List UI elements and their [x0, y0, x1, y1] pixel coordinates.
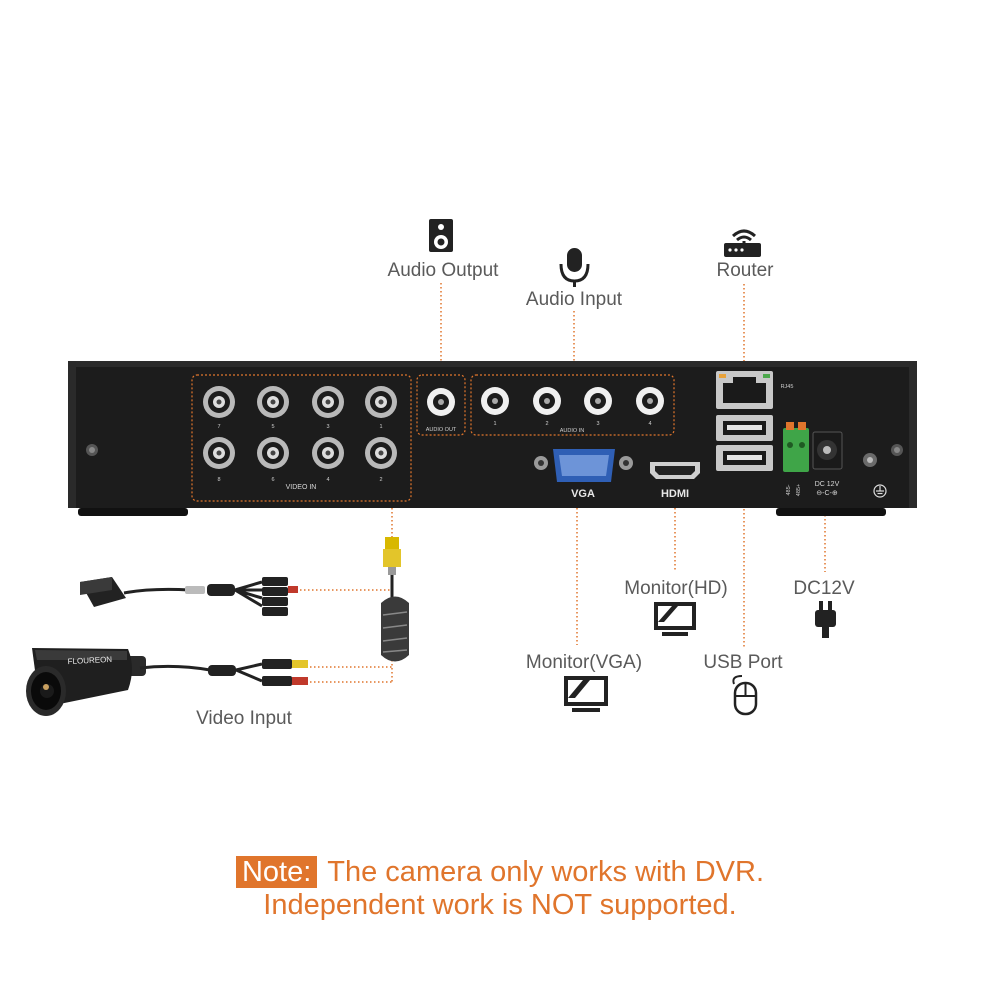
note-line-1: Note: The camera only works with DVR. — [0, 856, 1000, 889]
usb-port-2 — [716, 445, 773, 471]
audio-output-label: Audio Output — [388, 260, 500, 281]
audio-port-number: 1 — [493, 421, 496, 427]
video-port-number: 7 — [217, 424, 220, 430]
monitor-vga-label: Monitor(VGA) — [526, 652, 642, 673]
bnc-video-in-7 — [203, 386, 235, 418]
bnc-video-in-6 — [257, 437, 289, 469]
speaker-icon — [429, 219, 453, 252]
security-camera: FLOUREON — [26, 648, 211, 716]
router-icon — [724, 229, 761, 257]
rj45-port — [716, 371, 773, 409]
video-port-number: 1 — [379, 424, 382, 430]
rs485-minus-label: 485- — [786, 484, 792, 495]
note-text-line1: The camera only works with DVR. — [327, 856, 765, 888]
audio-in-panel-label: AUDIO IN — [560, 428, 584, 434]
bnc-plug — [383, 537, 401, 600]
dc12v-label: DC12V — [793, 578, 855, 599]
monitor-icon — [564, 676, 608, 712]
mounting-screw-left — [86, 444, 98, 456]
audio-port-number: 4 — [648, 421, 651, 427]
ground-screw — [863, 453, 877, 467]
microphone-icon — [559, 248, 590, 287]
note-text-line2: Independent work is NOT supported. — [263, 889, 737, 921]
bnc-video-in-3 — [312, 386, 344, 418]
video-port-number: 8 — [217, 477, 220, 483]
bnc-video-in-5 — [257, 386, 289, 418]
dvr-back-panel: 7 5 3 1 8 6 4 2 VIDEO IN AUDIO OUT 1 2 3… — [68, 361, 917, 516]
monitor-icon — [654, 602, 696, 636]
video-input-label: Video Input — [196, 708, 293, 729]
video-port-number: 4 — [326, 477, 329, 483]
video-port-number: 5 — [271, 424, 274, 430]
dc-panel-label: DC 12V — [815, 481, 840, 488]
rca-audio-in-2 — [533, 387, 561, 415]
camera-brand-label: FLOUREON — [67, 655, 112, 666]
rs485-terminal — [783, 422, 809, 472]
video-port-number: 3 — [326, 424, 329, 430]
cable-coil — [381, 596, 409, 662]
rca-audio-out — [427, 388, 455, 416]
router-label: Router — [716, 260, 774, 281]
camera-cable-connectors — [208, 659, 308, 686]
vga-port — [534, 449, 633, 482]
mounting-screw-right — [891, 444, 903, 456]
rj45-panel-label: RJ45 — [781, 384, 794, 390]
hdmi-panel-label: HDMI — [661, 488, 689, 500]
audio-in-highlight — [470, 374, 675, 436]
audio-out-highlight — [416, 374, 466, 436]
rca-audio-in-4 — [636, 387, 664, 415]
hdmi-port — [650, 462, 700, 479]
monitor-hd-label: Monitor(HD) — [624, 578, 727, 599]
video-in-panel-label: VIDEO IN — [286, 484, 317, 491]
dc-polarity-symbol: ⊖-C-⊕ — [816, 490, 838, 497]
mouse-icon — [732, 675, 758, 716]
bnc-video-in-2 — [365, 437, 397, 469]
usb-port-1 — [716, 415, 773, 441]
audio-port-number: 3 — [596, 421, 599, 427]
bnc-video-in-1 — [365, 386, 397, 418]
audio-input-label: Audio Input — [526, 289, 623, 310]
video-port-number: 2 — [379, 477, 382, 483]
ground-symbol — [873, 484, 887, 498]
bnc-video-in-8 — [203, 437, 235, 469]
rs485-plus-label: 485+ — [796, 484, 802, 496]
audio-out-panel-label: AUDIO OUT — [426, 427, 457, 433]
video-port-number: 6 — [271, 477, 274, 483]
vga-panel-label: VGA — [571, 488, 595, 500]
note-line-2: Independent work is NOT supported. — [0, 889, 1000, 922]
audio-port-number: 2 — [545, 421, 548, 427]
dc-power-jack — [812, 431, 843, 470]
power-adapter — [80, 577, 205, 607]
note-badge: Note: — [235, 856, 318, 888]
rca-audio-in-1 — [481, 387, 509, 415]
rca-audio-in-3 — [584, 387, 612, 415]
plug-icon — [815, 601, 836, 638]
video-in-highlight — [191, 374, 412, 502]
cable-splitter — [207, 577, 298, 616]
bnc-video-in-4 — [312, 437, 344, 469]
usb-port-label: USB Port — [703, 652, 783, 673]
